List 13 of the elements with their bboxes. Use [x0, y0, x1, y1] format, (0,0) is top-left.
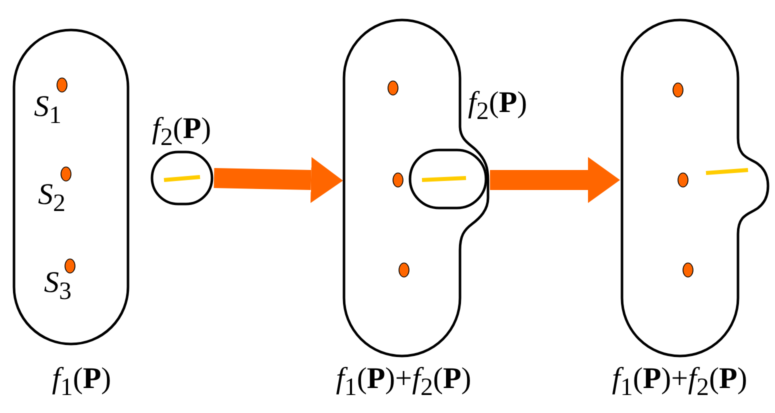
point-label: S$_{1}$: [34, 90, 62, 131]
block-arrow: [214, 157, 343, 203]
merged-shape: [340, 18, 490, 358]
point-label: S$_{2}$: [38, 178, 66, 219]
block-arrow: [490, 157, 620, 203]
function-label: f$_{1}$(P)+f$_{2}$(P): [612, 362, 748, 403]
function-label: f$_{1}$(P): [52, 362, 112, 403]
capsule-shape: [150, 150, 214, 206]
function-label: f$_{2}$(P): [152, 112, 212, 153]
function-label: f$_{1}$(P)+f$_{2}$(P): [336, 362, 472, 403]
function-label: f$_{2}$(P): [468, 86, 528, 127]
capsule-shape: [12, 28, 130, 346]
point-label: S$_{3}$: [44, 266, 72, 307]
